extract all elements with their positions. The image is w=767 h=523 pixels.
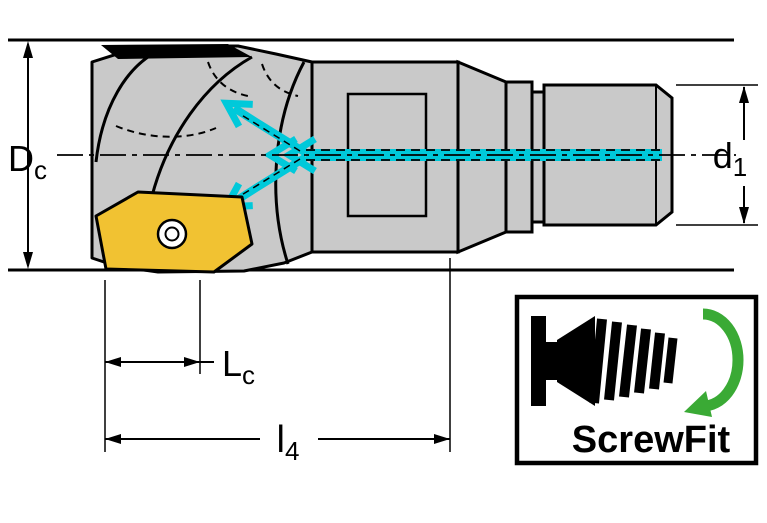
screw-cone bbox=[557, 316, 595, 406]
hidden-edge-line bbox=[207, 61, 249, 97]
d1-label: d1 bbox=[713, 135, 748, 182]
thread-stripe bbox=[663, 337, 678, 384]
hidden-edge-line bbox=[115, 125, 217, 138]
screwfit-connection-icon bbox=[531, 316, 678, 406]
dc-arrow-up-icon bbox=[23, 41, 33, 58]
coolant-arrowhead-icon bbox=[220, 99, 253, 129]
l4-label: l4 bbox=[277, 419, 300, 466]
hidden-edge-line bbox=[261, 63, 299, 97]
thread-stripe bbox=[634, 328, 651, 394]
screw-neck bbox=[546, 342, 557, 380]
screwfit-badge: ScrewFit bbox=[514, 294, 759, 466]
flute-curve bbox=[94, 48, 161, 163]
lc-arrow-left-icon bbox=[105, 357, 121, 367]
lc-arrow-right-icon bbox=[184, 357, 200, 367]
l4-dimension: l4 bbox=[105, 258, 451, 466]
milling-cutter bbox=[57, 44, 736, 274]
coolant-chevron-icon bbox=[263, 136, 298, 174]
rotation-arrowhead bbox=[684, 391, 712, 417]
coolant-channel bbox=[306, 149, 662, 161]
cutting-insert bbox=[94, 190, 254, 274]
dc-label: Dc bbox=[8, 138, 47, 185]
thread-stripe bbox=[619, 324, 637, 398]
screw-rotation-arrow-icon bbox=[684, 308, 744, 417]
screwfit-label: ScrewFit bbox=[572, 419, 731, 461]
rotation-arc bbox=[702, 308, 744, 412]
flute-curve bbox=[150, 55, 253, 197]
thread-stripe bbox=[604, 321, 622, 401]
top-insert-silhouette bbox=[101, 44, 252, 59]
lc-label: Lc bbox=[222, 343, 255, 390]
d1-arrow-down-icon bbox=[739, 207, 749, 224]
thread-stripe bbox=[649, 332, 665, 390]
l4-arrow-right-icon bbox=[434, 434, 450, 444]
insert-screw-center bbox=[164, 226, 180, 242]
thread-stripe bbox=[589, 318, 607, 404]
screw-flange bbox=[531, 316, 546, 406]
dc-arrow-down-icon bbox=[23, 252, 33, 269]
d1-arrow-up-icon bbox=[739, 86, 749, 103]
lc-dimension: Lc bbox=[104, 280, 255, 452]
d1-dimension: d1 bbox=[676, 84, 758, 226]
dc-dimension: Dc bbox=[8, 41, 47, 269]
l4-arrow-left-icon bbox=[105, 434, 121, 444]
